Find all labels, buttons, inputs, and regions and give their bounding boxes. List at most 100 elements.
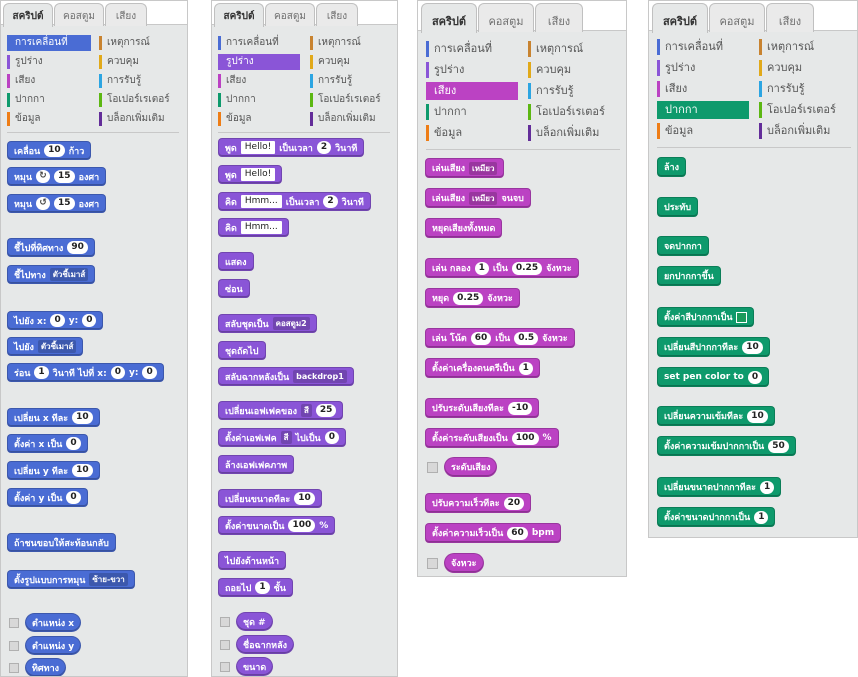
reporter-x-position[interactable]: ตำแหน่ง x <box>25 613 82 632</box>
category-control[interactable]: ควบคุม <box>528 61 571 79</box>
category-operators[interactable]: โอเปอร์เรเตอร์ <box>310 92 381 108</box>
category-operators[interactable]: โอเปอร์เรเตอร์ <box>528 103 605 121</box>
tab-costumes[interactable]: คอสตูม <box>709 3 765 32</box>
block-rotation-style[interactable]: ตั้งรูปแบบการหมุนซ้าย-ขวา <box>7 570 135 589</box>
block-go-to-front[interactable]: ไปยังด้านหน้า <box>218 551 287 570</box>
category-pen[interactable]: ปากกา <box>657 101 749 119</box>
category-data[interactable]: ข้อมูล <box>657 122 693 140</box>
category-sound[interactable]: เสียง <box>657 80 687 98</box>
checkbox-volume[interactable] <box>427 462 438 473</box>
reporter-volume[interactable]: ระดับเสียง <box>444 457 498 477</box>
tab-sounds[interactable]: เสียง <box>316 3 358 26</box>
category-sensing[interactable]: การรับรู้ <box>759 80 805 98</box>
category-sensing[interactable]: การรับรู้ <box>528 82 574 100</box>
category-motion[interactable]: การเคลื่อนที่ <box>657 38 723 56</box>
block-show[interactable]: แสดง <box>218 252 254 271</box>
category-more-blocks[interactable]: บล็อกเพิ่มเติม <box>99 111 165 127</box>
tab-scripts[interactable]: สคริปต์ <box>421 3 477 33</box>
category-motion[interactable]: การเคลื่อนที่ <box>218 35 279 51</box>
tab-costumes[interactable]: คอสตูม <box>54 3 104 26</box>
category-pen[interactable]: ปากกา <box>426 103 467 121</box>
category-looks[interactable]: รูปร่าง <box>426 61 464 79</box>
tab-scripts[interactable]: สคริปต์ <box>214 3 264 27</box>
block-pen-down[interactable]: จดปากกา <box>657 236 709 256</box>
checkbox-direction[interactable] <box>9 663 19 673</box>
category-motion[interactable]: การเคลื่อนที่ <box>7 35 91 51</box>
tab-sounds[interactable]: เสียง <box>766 3 814 32</box>
category-events[interactable]: เหตุการณ์ <box>310 35 361 51</box>
category-pen[interactable]: ปากกา <box>7 92 45 108</box>
checkbox-size[interactable] <box>220 662 230 672</box>
checkbox-tempo[interactable] <box>427 558 438 569</box>
category-events[interactable]: เหตุการณ์ <box>99 35 150 51</box>
reporter-costume-number[interactable]: ชุด # <box>236 612 273 631</box>
tab-scripts[interactable]: สคริปต์ <box>652 3 708 33</box>
block-hide[interactable]: ซ่อน <box>218 279 250 298</box>
category-looks[interactable]: รูปร่าง <box>657 59 695 77</box>
checkbox-x-position[interactable] <box>9 618 19 628</box>
block-pen-up[interactable]: ยกปากกาขึ้น <box>657 266 721 286</box>
reporter-y-position[interactable]: ตำแหน่ง y <box>25 636 82 655</box>
block-play-sound-until-done[interactable]: เล่นเสียงเหมียวจนจบ <box>425 188 531 208</box>
category-sensing[interactable]: การรับรู้ <box>99 73 141 89</box>
block-set-pen-color-picker[interactable]: ตั้งค่าสีปากกาเป็น <box>657 307 755 327</box>
category-control[interactable]: ควบคุม <box>759 59 802 77</box>
tab-costumes[interactable]: คอสตูม <box>265 3 315 26</box>
block-point-towards[interactable]: ชี้ไปทางตัวชี้เมาส์ <box>7 265 96 284</box>
category-more-blocks[interactable]: บล็อกเพิ่มเติม <box>310 111 376 127</box>
category-control[interactable]: ควบคุม <box>310 54 350 70</box>
category-data[interactable]: ข้อมูล <box>218 111 252 127</box>
category-sound[interactable]: เสียง <box>426 82 518 100</box>
tab-sounds[interactable]: เสียง <box>535 3 583 32</box>
block-switch-costume[interactable]: สลับชุดเป็นคอสตูม2 <box>218 314 317 333</box>
checkbox-costume-number[interactable] <box>220 617 230 627</box>
category-more-blocks[interactable]: บล็อกเพิ่มเติม <box>759 122 830 140</box>
block-bounce[interactable]: ถ้าชนขอบให้สะท้อนกลับ <box>7 533 116 552</box>
category-pen[interactable]: ปากกา <box>218 92 256 108</box>
tab-sounds[interactable]: เสียง <box>105 3 147 26</box>
category-looks[interactable]: รูปร่าง <box>7 54 43 70</box>
category-operators[interactable]: โอเปอร์เรเตอร์ <box>99 92 170 108</box>
block-stamp[interactable]: ประทับ <box>657 197 699 217</box>
checkbox-backdrop-name[interactable] <box>220 640 230 650</box>
category-looks[interactable]: รูปร่าง <box>218 54 300 70</box>
category-sound[interactable]: เสียง <box>7 73 35 89</box>
block-stop-all-sounds[interactable]: หยุดเสียงทั้งหมด <box>425 218 503 238</box>
tab-scripts[interactable]: สคริปต์ <box>3 3 53 27</box>
tab-costumes[interactable]: คอสตูม <box>478 3 534 32</box>
block-play-sound[interactable]: เล่นเสียงเหมียว <box>425 158 505 178</box>
block-clear-effects[interactable]: ล้างเอฟเฟคภาพ <box>218 455 295 474</box>
reporter-backdrop-name[interactable]: ชื่อฉากหลัง <box>236 635 294 654</box>
checkbox-y-position[interactable] <box>9 641 19 651</box>
block-next-costume[interactable]: ชุดถัดไป <box>218 341 266 360</box>
category-data[interactable]: ข้อมูล <box>7 111 41 127</box>
reporter-tempo[interactable]: จังหวะ <box>444 553 484 573</box>
block-change-effect[interactable]: เปลี่ยนเอฟเฟคของสี25 <box>218 401 344 420</box>
block-change-volume[interactable]: ปรับระดับเสียงทีละ-10 <box>425 398 540 418</box>
